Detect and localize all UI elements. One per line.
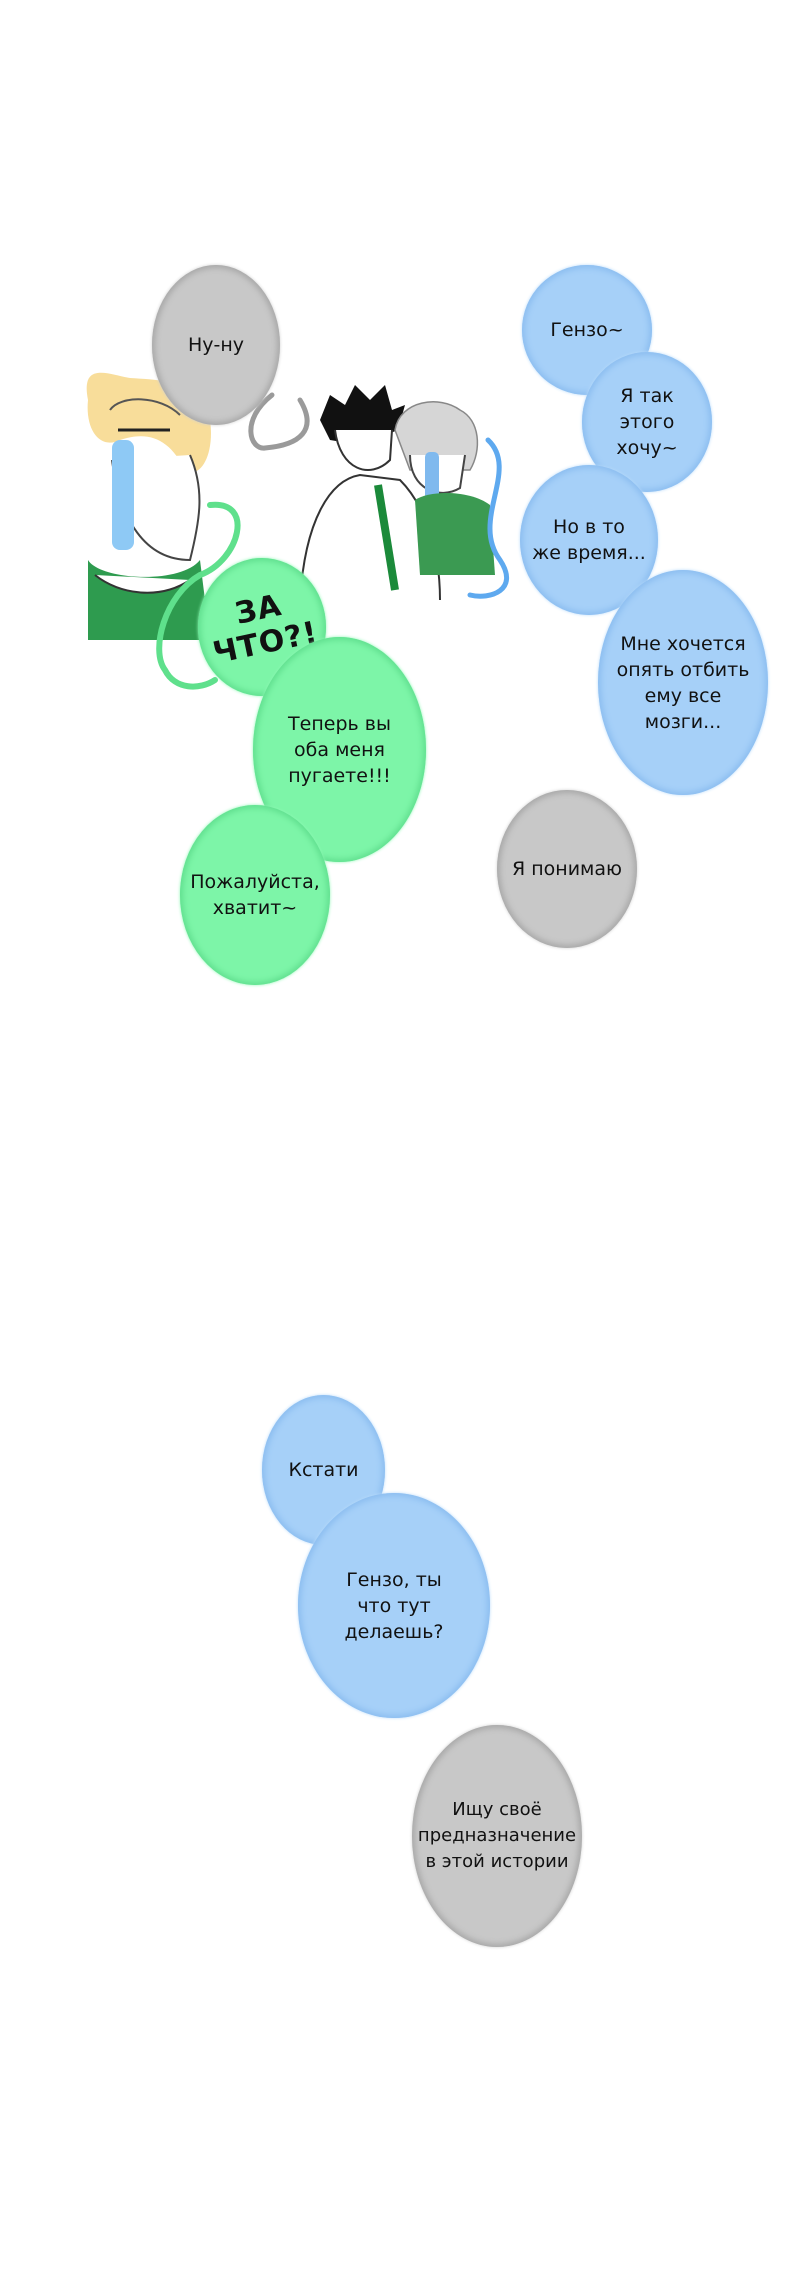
bubble-text: Мне хочется опять отбить ему все мозги..…	[616, 632, 750, 733]
bubble-text: Гензо, ты что тут делаешь?	[344, 1568, 444, 1643]
speech-bubble-now-scare: Теперь вы оба меня пугаете!!!	[253, 637, 426, 862]
bubble-text: Теперь вы оба меня пугаете!!!	[288, 712, 391, 787]
speech-bubble-what-doing: Гензо, ты что тут делаешь?	[298, 1493, 490, 1718]
bubble-text: Кстати	[288, 1459, 359, 1481]
bubble-text: Ищу своё предназначение в этой истории	[417, 1799, 577, 1872]
bubble-text: Я понимаю	[511, 858, 623, 880]
speech-bubble-please-stop: Пожалуйста, хватит~	[180, 805, 330, 985]
bubble-text: Пожалуйста, хватит~	[190, 871, 320, 919]
speech-bubble-want-again: Мне хочется опять отбить ему все мозги..…	[598, 570, 768, 795]
bubble-text: Но в то же время...	[532, 516, 646, 564]
bubble-text: Ну-ну	[187, 334, 245, 356]
dark-haired-character	[299, 385, 441, 601]
bubble-text: Гензо~	[550, 319, 624, 341]
bubble-text: Я так этого хочу~	[616, 385, 678, 459]
speech-bubble-nu-nu: Ну-ну	[152, 265, 280, 425]
gray-haired-crying-character	[394, 401, 509, 599]
speech-bubble-seeking: Ищу своё предназначение в этой истории	[412, 1725, 582, 1947]
speech-bubble-understand: Я понимаю	[497, 790, 637, 948]
